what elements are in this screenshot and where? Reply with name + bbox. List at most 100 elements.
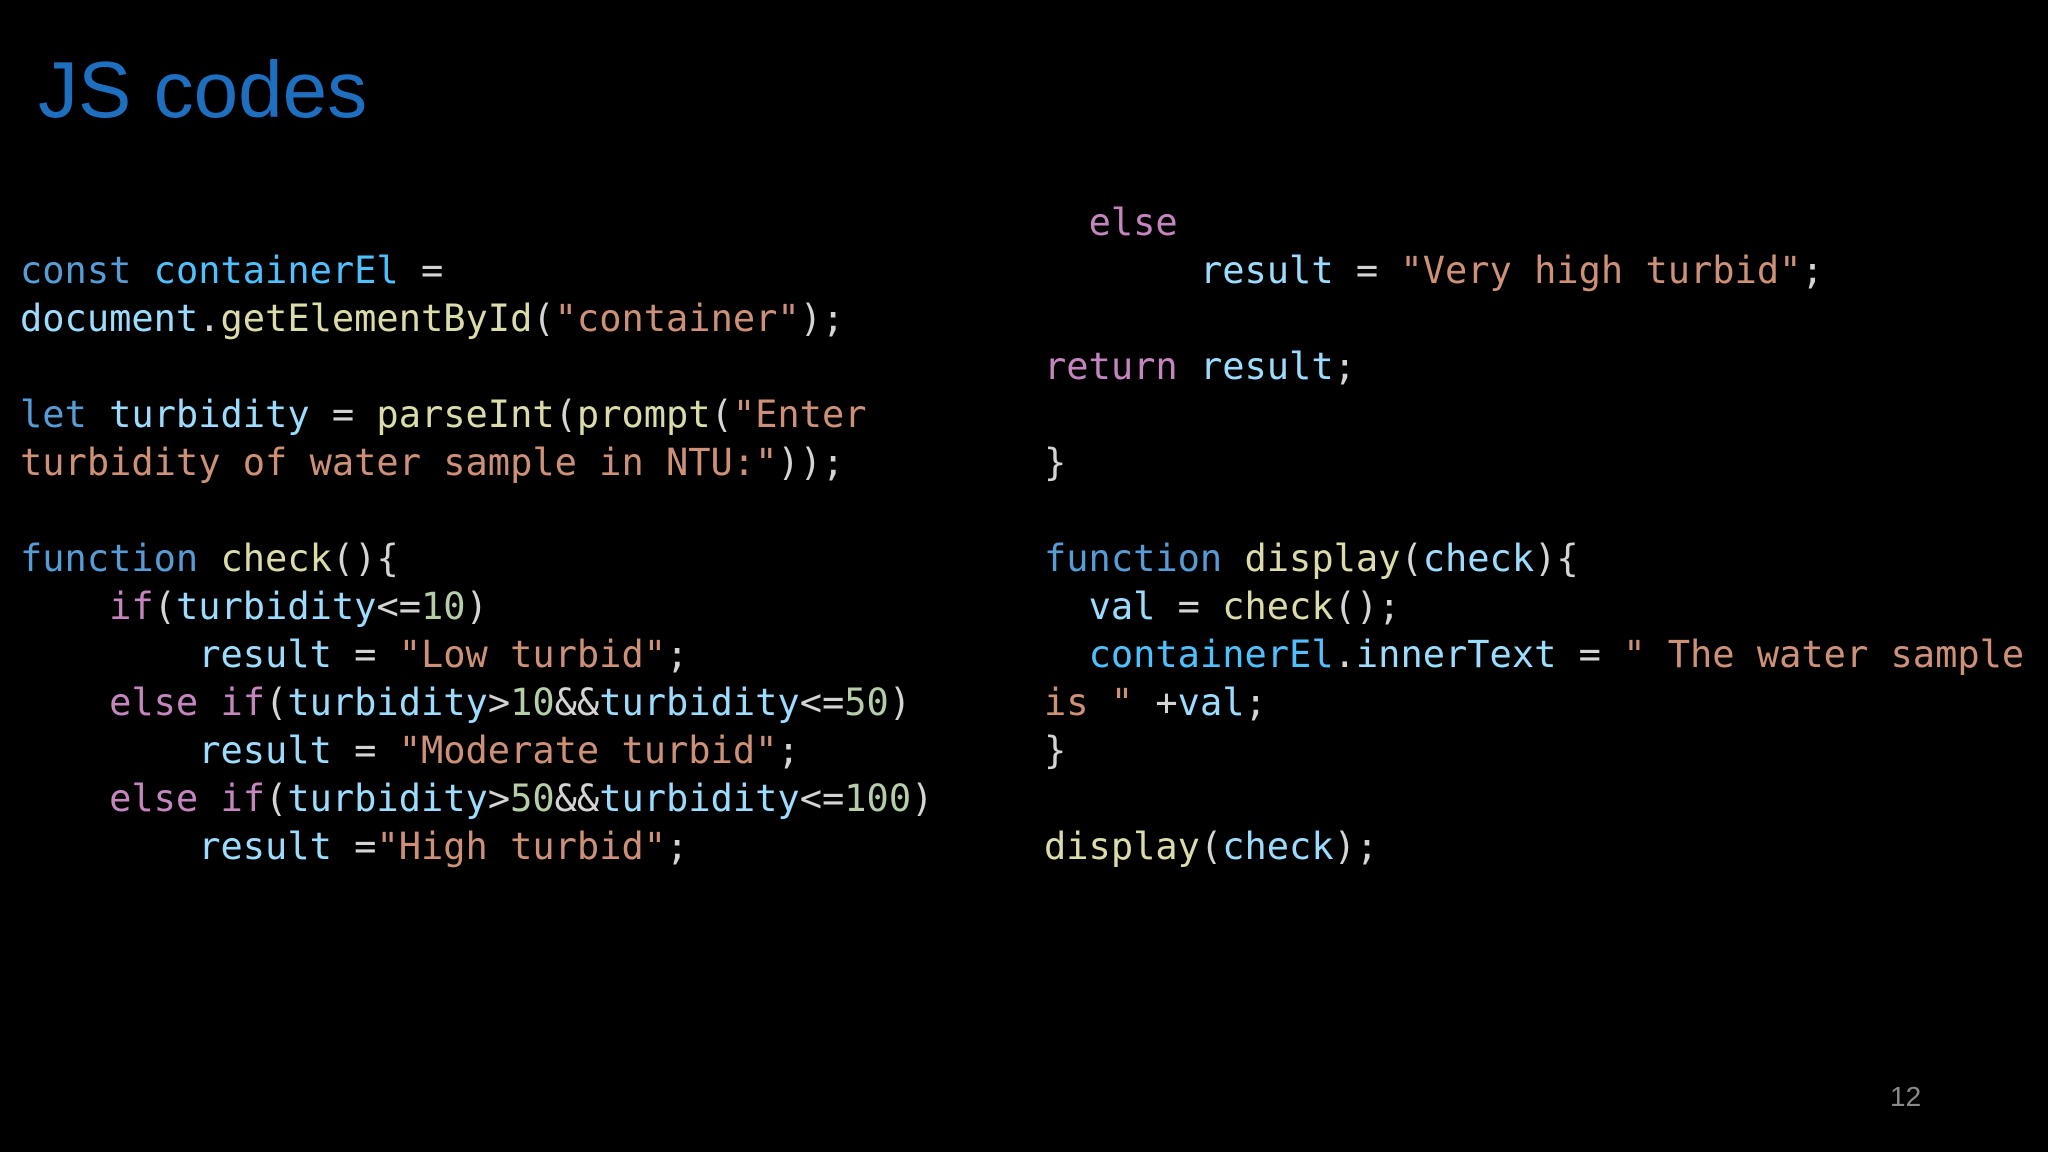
page-number: 12 <box>1890 1081 1922 1112</box>
code-token: val <box>1177 681 1245 724</box>
code-token: result <box>198 825 332 868</box>
code-token: check <box>220 537 332 580</box>
code-line <box>1044 391 2024 439</box>
code-token: = <box>1155 585 1223 628</box>
code-token: <= <box>799 777 845 820</box>
code-token: containerEl <box>153 249 399 292</box>
code-token: containerEl <box>1088 633 1334 676</box>
code-token: ( <box>554 393 577 436</box>
code-token: turbidity <box>175 585 377 628</box>
code-token <box>1044 249 1200 292</box>
code-token: = <box>331 729 399 772</box>
code-token <box>1044 633 1089 676</box>
code-token: check <box>1422 537 1535 580</box>
code-token: } <box>1044 729 1067 772</box>
code-token <box>20 633 198 676</box>
code-token: result <box>1199 249 1334 292</box>
code-token: <= <box>799 681 845 724</box>
code-line: document.getElementById("container"); <box>20 295 933 343</box>
code-token: > <box>487 681 511 724</box>
code-token: ){ <box>1534 537 1579 580</box>
code-token: } <box>1044 441 1067 484</box>
code-token: && <box>554 777 600 820</box>
code-token: <= <box>376 585 421 628</box>
code-token: && <box>554 681 600 724</box>
code-token: 10 <box>510 681 555 724</box>
code-token: ; <box>1801 249 1824 292</box>
code-token <box>131 249 153 292</box>
code-token: > <box>487 777 511 820</box>
code-line: if(turbidity<=10) <box>20 583 933 631</box>
code-token <box>20 777 109 820</box>
code-token: )); <box>777 441 845 484</box>
code-line: else <box>1044 199 2024 247</box>
code-line: result = "Very high turbid"; <box>1044 247 2024 295</box>
code-token <box>20 585 109 628</box>
code-block-right: else result = "Very high turbid";return … <box>1044 199 2024 871</box>
code-token <box>87 393 109 436</box>
code-token: . <box>198 297 221 340</box>
code-token <box>1044 201 1089 244</box>
code-token <box>20 825 198 868</box>
code-line: const containerEl = <box>20 247 933 295</box>
code-token: val <box>1088 585 1156 628</box>
code-line: function display(check){ <box>1044 535 2024 583</box>
code-token <box>1044 585 1089 628</box>
code-token: + <box>1133 681 1178 724</box>
code-token: ; <box>666 825 689 868</box>
code-line <box>20 487 933 535</box>
code-line: val = check(); <box>1044 583 2024 631</box>
code-line: else if(turbidity>10&&turbidity<=50) <box>20 679 933 727</box>
code-token: display <box>1244 537 1401 580</box>
code-line: function check(){ <box>20 535 933 583</box>
code-token: innerText <box>1355 633 1557 676</box>
code-token: ) <box>888 681 912 724</box>
code-token: "container" <box>554 297 800 340</box>
code-token: turbidity <box>599 777 800 820</box>
code-line: is " +val; <box>1044 679 2024 727</box>
code-token: "Very high turbid" <box>1400 249 1802 292</box>
code-line: containerEl.innerText = " The water samp… <box>1044 631 2025 679</box>
code-token: document <box>20 297 199 340</box>
code-token: 10 <box>421 585 466 628</box>
code-token <box>20 729 198 772</box>
code-token: ) <box>465 585 488 628</box>
code-token: = <box>331 825 377 868</box>
code-token: ( <box>265 777 288 820</box>
code-token: 50 <box>510 777 555 820</box>
code-token: (); <box>1333 585 1401 628</box>
code-token: ; <box>1244 681 1267 724</box>
code-token: = <box>309 393 377 436</box>
code-token: ( <box>1400 537 1423 580</box>
code-token: is " <box>1044 681 1134 724</box>
code-token: " The water sample <box>1623 633 2025 676</box>
code-token: 50 <box>844 681 889 724</box>
code-token: display <box>1044 825 1200 868</box>
code-token: "Low turbid" <box>398 633 667 676</box>
code-token: "Moderate turbid" <box>398 729 778 772</box>
code-line: turbidity of water sample in NTU:")); <box>20 439 933 487</box>
code-line: result = "Moderate turbid"; <box>20 727 933 775</box>
code-line: } <box>1044 439 2024 487</box>
code-token <box>20 681 109 724</box>
code-token: "High turbid" <box>376 825 667 868</box>
code-token: 100 <box>844 777 912 820</box>
code-line: display(check); <box>1044 823 2024 871</box>
code-line <box>1044 775 2024 823</box>
code-token: turbidity <box>599 681 800 724</box>
code-token: return <box>1044 345 1178 388</box>
code-block-left: const containerEl =document.getElementBy… <box>20 247 933 871</box>
code-token: ; <box>666 633 689 676</box>
code-line: result ="High turbid"; <box>20 823 933 871</box>
code-token: result <box>198 633 332 676</box>
code-token: getElementById <box>220 297 533 340</box>
code-line <box>1044 487 2024 535</box>
code-token: parseInt <box>376 393 555 436</box>
code-line: else if(turbidity>50&&turbidity<=100) <box>20 775 933 823</box>
code-token: ; <box>1333 345 1356 388</box>
code-token: const <box>20 249 132 292</box>
code-token: ); <box>1333 825 1379 868</box>
code-token: = <box>1556 633 1624 676</box>
code-token: ; <box>777 729 800 772</box>
